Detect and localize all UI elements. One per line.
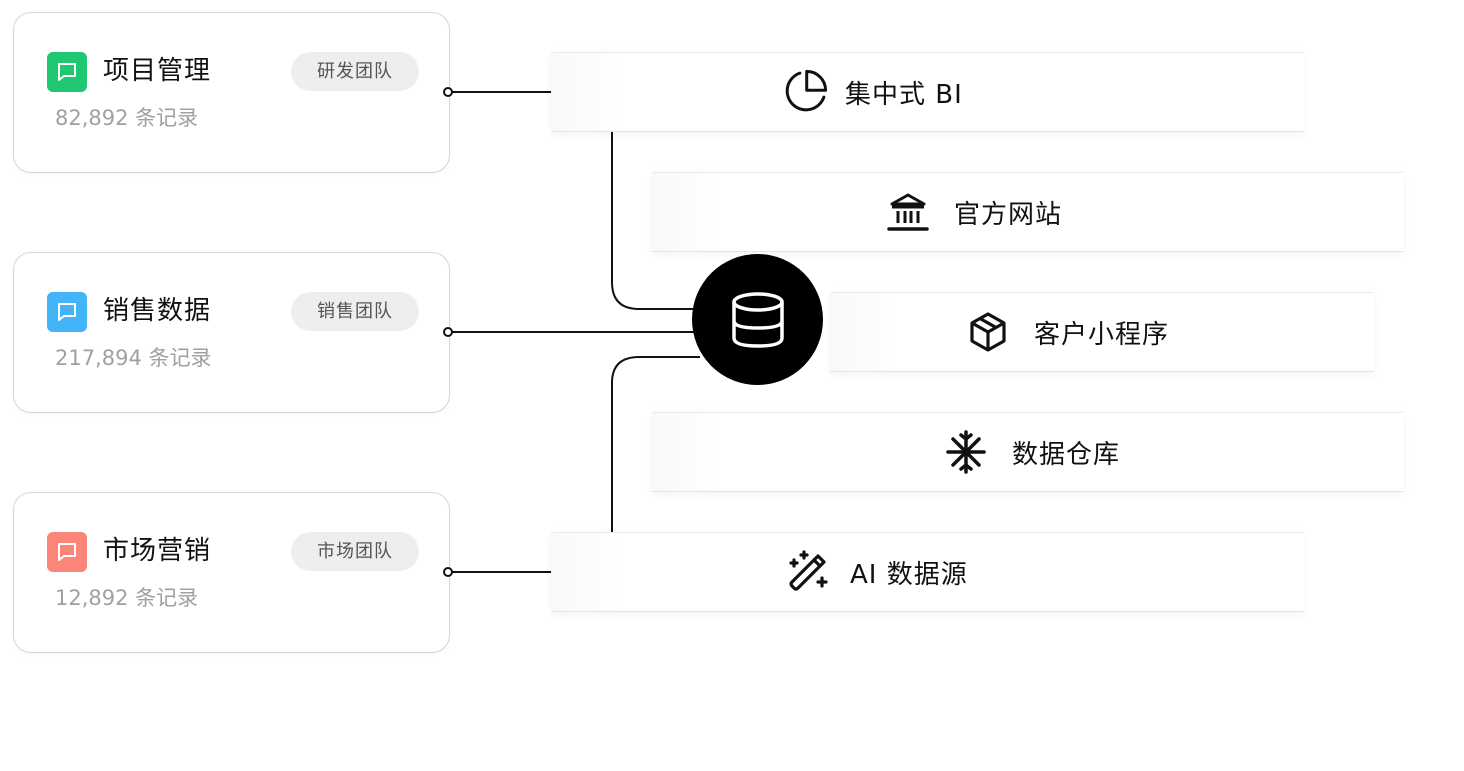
record-count: 12,892 条记录 <box>55 586 199 610</box>
team-badge: 研发团队 <box>291 52 419 91</box>
package-box-icon <box>964 308 1012 356</box>
source-card-project-management[interactable]: 项目管理 研发团队 82,892 条记录 <box>13 12 450 173</box>
central-database-hub[interactable] <box>692 254 823 385</box>
snowflake-icon <box>942 428 990 476</box>
connector-dot[interactable] <box>443 87 453 97</box>
source-title: 销售数据 <box>103 296 212 326</box>
destination-bi[interactable]: 集中式 BI <box>551 52 1304 132</box>
destination-label: 集中式 BI <box>845 79 963 110</box>
destination-label: AI 数据源 <box>850 559 968 590</box>
connector-dot[interactable] <box>443 327 453 337</box>
destination-label: 客户小程序 <box>1034 319 1170 350</box>
team-badge: 市场团队 <box>291 532 419 571</box>
destination-label: 数据仓库 <box>1012 439 1121 470</box>
database-icon <box>731 291 784 348</box>
destination-data-warehouse[interactable]: 数据仓库 <box>652 412 1404 492</box>
pie-chart-icon <box>781 68 829 116</box>
source-title: 市场营销 <box>103 536 212 566</box>
bank-building-icon <box>884 188 932 236</box>
destination-website[interactable]: 官方网站 <box>652 172 1404 252</box>
destination-mini-program[interactable]: 客户小程序 <box>830 292 1374 372</box>
magic-wand-icon <box>784 548 832 596</box>
destination-label: 官方网站 <box>954 199 1063 230</box>
source-card-sales-data[interactable]: 销售数据 销售团队 217,894 条记录 <box>13 252 450 413</box>
chat-bubble-icon <box>47 532 87 572</box>
source-title: 项目管理 <box>103 56 212 86</box>
team-badge: 销售团队 <box>291 292 419 331</box>
source-card-marketing[interactable]: 市场营销 市场团队 12,892 条记录 <box>13 492 450 653</box>
chat-bubble-icon <box>47 292 87 332</box>
destination-ai-source[interactable]: AI 数据源 <box>551 532 1304 612</box>
chat-bubble-icon <box>47 52 87 92</box>
record-count: 217,894 条记录 <box>55 346 212 370</box>
connector-dot[interactable] <box>443 567 453 577</box>
record-count: 82,892 条记录 <box>55 106 199 130</box>
